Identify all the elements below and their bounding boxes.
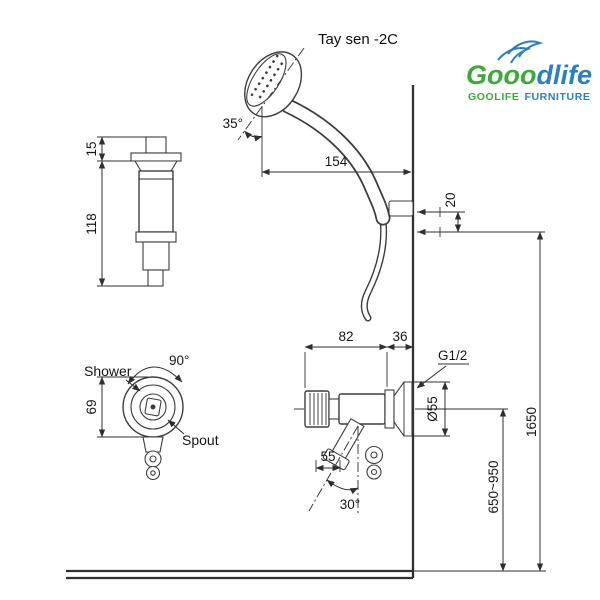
faucet-unions <box>364 445 384 480</box>
dimension-head-angle: 35° <box>223 47 305 177</box>
dimension-body-len: 82 <box>304 329 388 388</box>
diverter-knob-front-view <box>122 376 184 481</box>
faucet-body-side-view <box>294 381 420 437</box>
dim-118-label: 118 <box>84 213 99 235</box>
floor-line <box>66 569 546 580</box>
dimension-mount-range: 650~950 <box>417 408 508 572</box>
dimension-head-to-wall: 154 <box>261 154 412 176</box>
dim-20-label: 20 <box>443 192 458 207</box>
spout-label: Spout <box>182 432 219 448</box>
brand-name-left: Gooo <box>466 60 536 90</box>
dim-15-label: 15 <box>84 141 99 156</box>
dimension-valve-body: 118 <box>84 160 148 287</box>
shower-label: Shower <box>84 363 132 379</box>
brand-tagline: GOOLIFE FURNITURE <box>468 91 591 103</box>
dimension-knob-dia: 69 <box>84 376 148 438</box>
dim-69-label: 69 <box>84 399 99 414</box>
brand-logo: Gooodlife GOOLIFE FURNITURE <box>466 40 592 103</box>
brand-tagline-right: FURNITURE <box>524 91 590 103</box>
dim-dia55-label: Ø55 <box>425 396 440 422</box>
label-spout: Spout <box>167 419 219 448</box>
shower-hose <box>360 216 388 322</box>
shower-head <box>244 51 303 118</box>
dim-1650-label: 1650 <box>524 407 539 437</box>
dimension-knob-angle: 90° <box>127 353 189 385</box>
dim-g12-label: G1/2 <box>438 348 467 363</box>
dim-650-950-label: 650~950 <box>486 461 501 514</box>
dimension-spout-angle: 30° <box>308 425 360 514</box>
dim-90-label: 90° <box>169 353 189 368</box>
brand-name-right: dlife <box>536 60 592 90</box>
dimension-spout-offset: 55 <box>315 449 341 472</box>
drawing-title: Tay sen -2C <box>318 31 398 48</box>
bird-icon <box>497 40 544 64</box>
dim-55-label: 55 <box>320 449 335 464</box>
dim-35-label: 35° <box>223 116 243 131</box>
dimension-bracket-gap: 20 <box>443 192 462 233</box>
dimension-wall-offset: 36 <box>386 329 414 351</box>
dim-82-label: 82 <box>338 329 353 344</box>
dimension-flange-dia: Ø55 <box>413 381 450 437</box>
dim-36-label: 36 <box>392 329 407 344</box>
dim-154-label: 154 <box>325 154 348 169</box>
dimension-thread: G1/2 <box>416 348 469 389</box>
dim-30-label: 30° <box>340 497 360 512</box>
shower-handle <box>280 98 391 226</box>
diverter-valve-side-view <box>130 136 182 287</box>
shower-bracket <box>388 200 414 217</box>
brand-tagline-left: GOOLIFE <box>468 91 519 103</box>
brand-name: Gooodlife <box>466 60 592 90</box>
